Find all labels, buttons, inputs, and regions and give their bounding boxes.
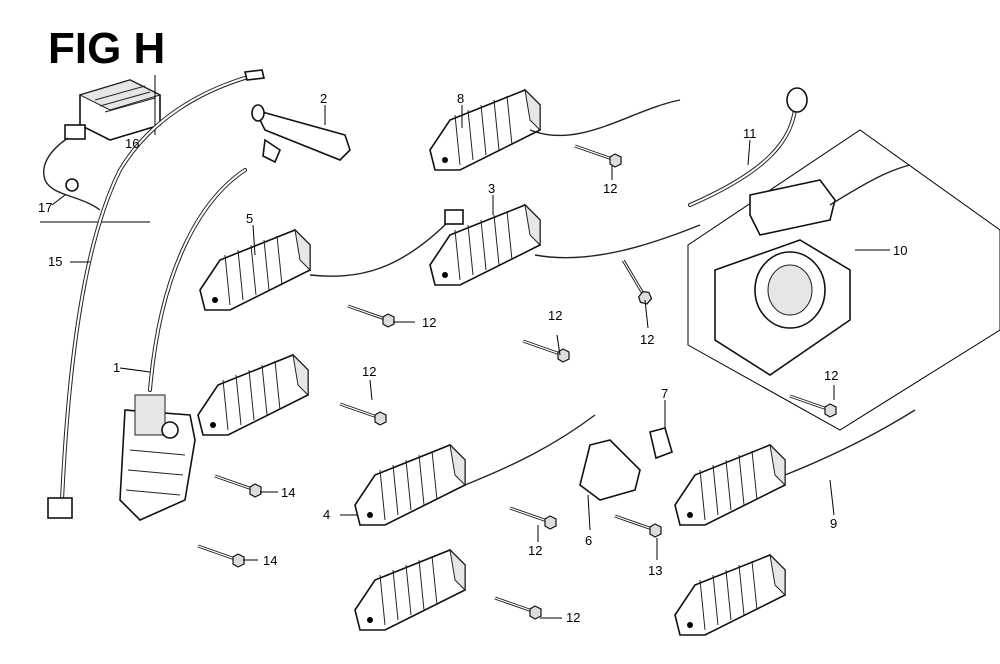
callout-15: 15 — [48, 254, 62, 269]
leader-lines — [51, 105, 890, 619]
callout-12-f: 12 — [824, 368, 838, 383]
stator-part-10 — [687, 129, 1000, 431]
bolt-14-a — [213, 474, 263, 499]
bolt-12-f — [788, 394, 838, 419]
ignition-coil-part — [119, 168, 247, 521]
callout-6: 6 — [585, 533, 592, 548]
wire-part-11 — [688, 87, 808, 207]
bolt-12-g — [508, 506, 558, 531]
callout-7: 7 — [661, 386, 668, 401]
callout-3: 3 — [488, 181, 495, 196]
coil-part-3 — [429, 204, 701, 286]
coil-part-lower-left — [197, 354, 309, 436]
regulator-part — [43, 79, 162, 211]
callout-12-g: 12 — [528, 543, 542, 558]
coil-part-8 — [429, 89, 681, 171]
bolt-12-b — [346, 304, 396, 329]
callout-16: 16 — [125, 136, 139, 151]
callout-12-c: 12 — [640, 332, 654, 347]
callout-12-a: 12 — [603, 181, 617, 196]
bolt-13 — [613, 514, 663, 539]
callout-14-a: 14 — [281, 485, 295, 500]
coil-part-4 — [354, 414, 596, 526]
coil-part-9-lower — [674, 554, 786, 636]
callout-5: 5 — [246, 211, 253, 226]
callout-14-b: 14 — [263, 553, 277, 568]
coil-part-9-upper — [674, 409, 916, 526]
callout-11: 11 — [743, 126, 757, 141]
callout-12-e: 12 — [362, 364, 376, 379]
bolt-12-d — [521, 339, 571, 364]
callout-17: 17 — [38, 200, 52, 215]
callout-2: 2 — [320, 91, 327, 106]
callout-13: 13 — [648, 563, 662, 578]
cable-part-15 — [47, 69, 265, 519]
callout-12-h: 12 — [566, 610, 580, 625]
callout-9: 9 — [830, 516, 837, 531]
callout-10: 10 — [893, 243, 907, 258]
clip-part-7 — [649, 427, 673, 460]
callout-4: 4 — [323, 507, 330, 522]
callout-8: 8 — [457, 91, 464, 106]
figure-title: FIG H — [48, 24, 165, 73]
bolt-12-c — [608, 259, 661, 308]
bolt-12-e — [338, 402, 388, 427]
bolt-12-a — [573, 144, 623, 169]
bracket-part-6 — [579, 439, 641, 501]
bolt-12-h — [493, 596, 543, 621]
plug-cap-part — [251, 104, 351, 164]
coil-part-bottom — [354, 549, 466, 631]
bolt-14-b — [196, 544, 246, 569]
callout-1: 1 — [113, 360, 120, 375]
coil-part-5 — [199, 209, 464, 311]
callout-12-b: 12 — [422, 315, 436, 330]
callout-12-d: 12 — [548, 308, 562, 323]
